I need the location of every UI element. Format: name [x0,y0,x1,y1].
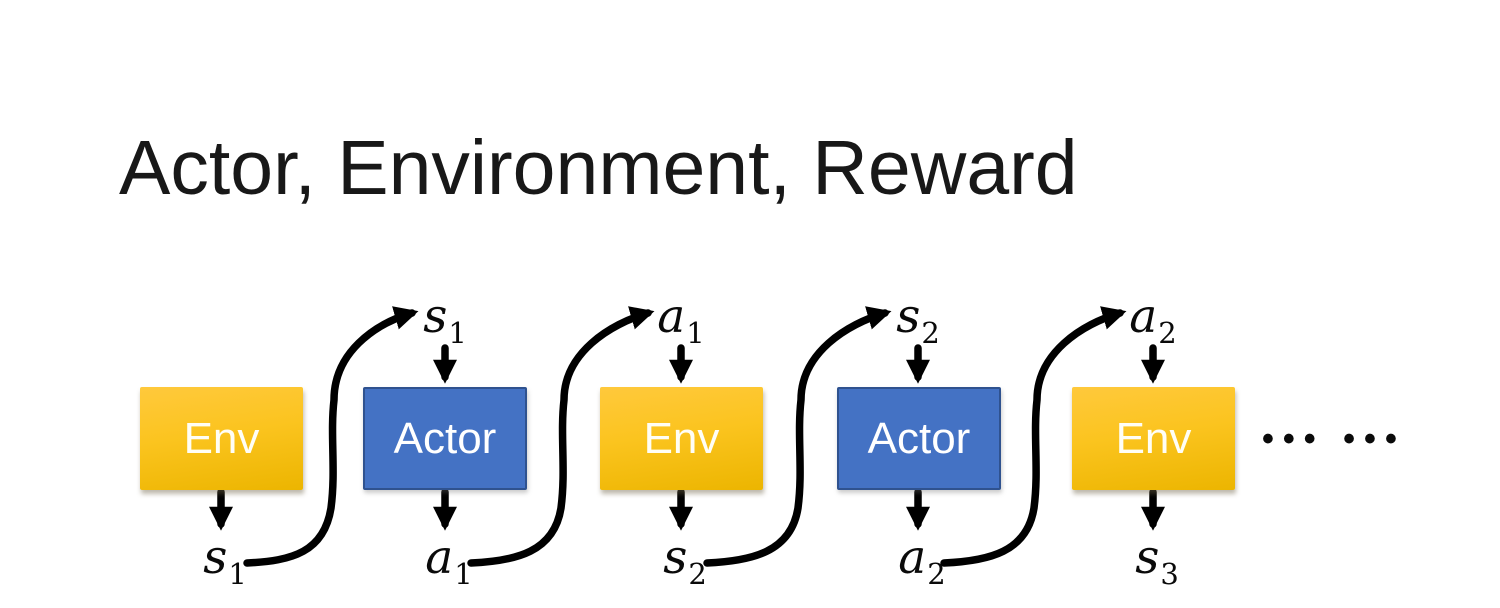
label-s1-bottom-sub: 1 [228,557,247,591]
label-s2-top: s2 [896,289,940,348]
label-s3-bottom-base: s [1135,530,1160,585]
label-a1-bottom-sub: 1 [454,557,473,591]
label-a1-top: a1 [657,289,704,348]
ellipsis-dots: ••• ••• [1262,420,1406,458]
curved-arrow-s1 [243,306,419,567]
curved-arrow-a1 [467,306,655,567]
label-s1-top: s1 [423,289,467,348]
label-a2-top-base: a [1129,289,1158,344]
label-s2-bottom: s2 [663,530,707,589]
actor-box-2: Actor [837,387,1001,490]
label-a2-top: a2 [1129,289,1176,348]
label-a1-top-base: a [657,289,686,344]
env-box-1: Env [140,387,303,490]
label-s3-bottom: s3 [1135,530,1179,589]
label-a1-bottom: a1 [425,530,472,589]
label-s1-bottom-base: s [203,530,228,585]
label-s1-top-sub: 1 [448,316,467,350]
label-s3-bottom-sub: 3 [1160,557,1179,591]
slide-title: Actor, Environment, Reward [119,125,1078,211]
label-a1-top-sub: 1 [686,316,705,350]
label-s1-top-base: s [423,289,448,344]
label-s2-bottom-sub: 2 [688,557,707,591]
label-s2-bottom-base: s [663,530,688,585]
label-s2-top-base: s [896,289,921,344]
actor-box-1: Actor [363,387,527,490]
env-box-3: Env [1072,387,1235,490]
label-a2-top-sub: 2 [1158,316,1177,350]
label-s1-bottom: s1 [203,530,247,589]
label-a1-bottom-base: a [425,530,454,585]
label-a2-bottom: a2 [898,530,945,589]
label-a2-bottom-base: a [898,530,927,585]
curved-arrow-a2 [940,306,1127,567]
curved-arrow-s2 [703,306,892,567]
env-box-2: Env [600,387,763,490]
label-a2-bottom-sub: 2 [927,557,946,591]
label-s2-top-sub: 2 [921,316,940,350]
